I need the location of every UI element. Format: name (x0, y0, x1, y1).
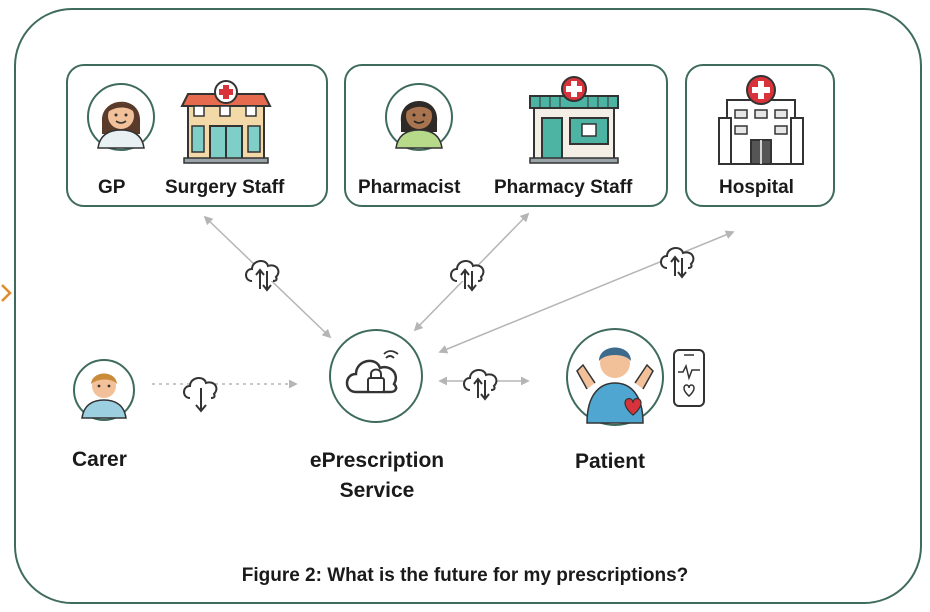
patient-avatar-icon (566, 328, 664, 426)
doctor-avatar-icon (87, 83, 155, 151)
gp-label: GP (98, 177, 126, 198)
surgery-building-icon (180, 80, 272, 164)
group-hospital: Hospital (685, 64, 835, 207)
surgery-staff-label: Surgery Staff (165, 177, 285, 198)
carer-label: Carer (72, 448, 127, 471)
eprescription-service-icon (329, 329, 423, 423)
pharmacy-building-icon (529, 76, 619, 164)
cloud-sync-icon (660, 247, 695, 279)
edge-arrow-icon (1, 284, 12, 302)
hospital-label: Hospital (719, 177, 794, 198)
cloud-download-icon (183, 377, 218, 413)
pharmacist-label: Pharmacist (358, 177, 461, 198)
patient-label: Patient (575, 450, 646, 473)
cloud-sync-icon (463, 369, 498, 401)
diagram-frame (14, 8, 922, 604)
group-pharmacy: Pharmacist Pharmacy Staff (344, 64, 668, 207)
carer-avatar-icon (73, 359, 135, 421)
cloud-sync-icon (245, 260, 280, 292)
eprescription-service-label: ePrescription Service (309, 449, 445, 502)
hospital-building-icon (718, 75, 804, 165)
pharmacist-avatar-icon (385, 83, 453, 151)
pharmacy-staff-label: Pharmacy Staff (494, 177, 633, 198)
cloud-sync-icon (450, 260, 485, 292)
group-gp-surgery: GP Surgery Staff (66, 64, 328, 207)
phone-heart-icon (673, 349, 705, 407)
figure-caption: Figure 2: What is the future for my pres… (241, 565, 689, 586)
